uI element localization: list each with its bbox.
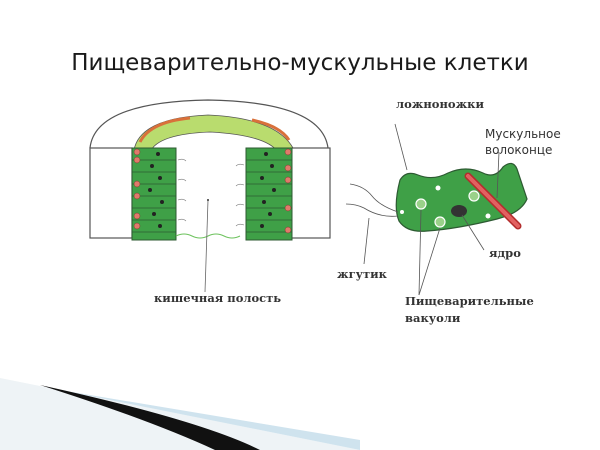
label-pseudopods: ложноножки [396, 97, 485, 111]
label-nucleus: ядро [489, 246, 521, 260]
hydra-section-illustration [89, 99, 331, 293]
label-intestinal-cavity: кишечная полость [154, 291, 282, 305]
slide-title: Пищеварительно-мускульные клетки [71, 50, 529, 76]
label-muscle-fiber-line2: волоконце [485, 143, 553, 157]
decorative-swoosh [0, 378, 360, 450]
label-digestive-vacuoles-line2: вакуоли [405, 311, 461, 325]
label-digestive-vacuoles-line1: Пищеварительные [405, 294, 534, 308]
digestive-muscle-cell-illustration [345, 123, 528, 296]
label-muscle-fiber-line1: Мускульное [485, 127, 561, 141]
label-flagellum: жгутик [337, 267, 387, 281]
